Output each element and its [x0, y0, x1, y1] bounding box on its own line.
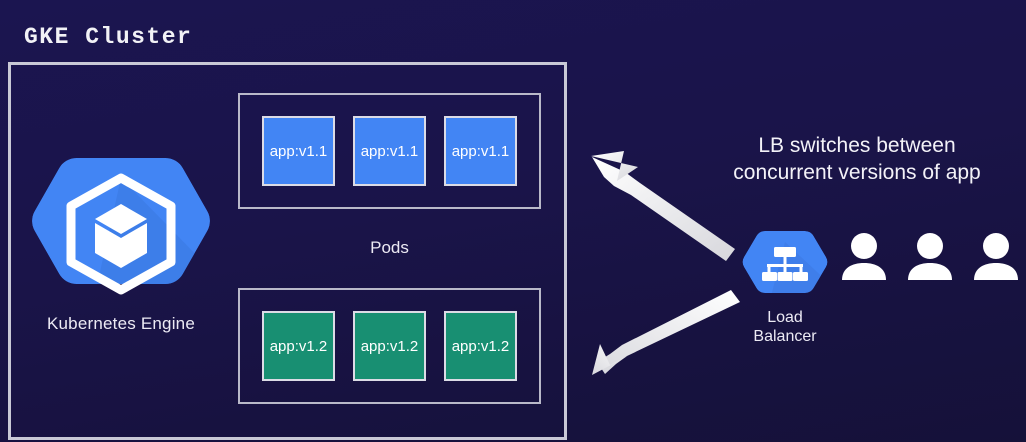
- pod-item: app:v1.2: [262, 311, 335, 381]
- pod-item: app:v1.1: [444, 116, 517, 186]
- pod-item: app:v1.2: [353, 311, 426, 381]
- load-balancer-label-line1: Load: [767, 309, 803, 326]
- load-balancer-node: Load Balancer: [742, 228, 828, 347]
- user-icon: [974, 233, 1018, 280]
- gke-cluster-boundary: [8, 62, 567, 440]
- users-group: [840, 233, 1020, 280]
- kubernetes-engine-node: Kubernetes Engine: [31, 152, 211, 347]
- load-balancer-hexagon-icon: [742, 231, 828, 293]
- user-icon: [842, 233, 886, 280]
- pod-group-v11: app:v1.1 app:v1.1 app:v1.1: [238, 93, 541, 209]
- lb-caption: LB switches between concurrent versions …: [694, 133, 1020, 187]
- arrow-down-left-icon: [592, 290, 740, 375]
- load-balancer-label-line2: Balancer: [753, 327, 817, 345]
- kubernetes-engine-label: Kubernetes Engine: [46, 314, 195, 333]
- pod-item: app:v1.1: [353, 116, 426, 186]
- lb-caption-line2: concurrent versions of app: [733, 160, 981, 184]
- pod-item: app:v1.1: [262, 116, 335, 186]
- pod-item: app:v1.2: [444, 311, 517, 381]
- pod-group-v12: app:v1.2 app:v1.2 app:v1.2: [238, 288, 541, 404]
- page-title: GKE Cluster: [24, 24, 193, 50]
- user-icon: [908, 233, 952, 280]
- lb-caption-line1: LB switches between: [758, 134, 956, 157]
- kubernetes-engine-hexagon-icon: [31, 152, 211, 310]
- load-balancer-label: Load Balancer: [742, 309, 828, 347]
- pods-label: Pods: [370, 238, 409, 257]
